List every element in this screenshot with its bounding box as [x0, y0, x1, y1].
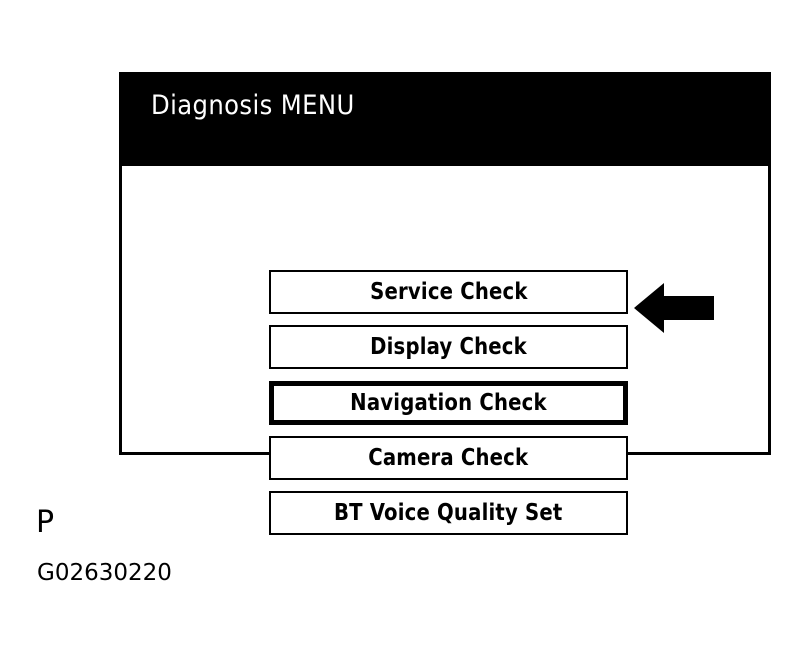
menu-item-label: Display Check — [370, 333, 527, 360]
menu-item-label: BT Voice Quality Set — [334, 499, 563, 526]
screen-header-bar: Diagnosis MENU — [122, 75, 768, 166]
menu-item-display-check[interactable]: Display Check — [269, 325, 628, 369]
menu-item-label: Service Check — [369, 278, 528, 305]
menu-item-navigation-check[interactable]: Navigation Check — [269, 381, 628, 425]
page-title: Diagnosis MENU — [151, 90, 355, 121]
figure-marker: P — [36, 505, 55, 540]
menu-item-camera-check[interactable]: Camera Check — [269, 436, 628, 480]
diagnosis-screen-panel: Diagnosis MENU Service Check Display Che… — [119, 72, 771, 535]
menu-item-bt-voice-quality-set[interactable]: BT Voice Quality Set — [269, 491, 628, 535]
menu-item-label: Camera Check — [368, 444, 529, 471]
menu-item-service-check[interactable]: Service Check — [269, 270, 628, 314]
arrow-left-icon — [634, 283, 714, 333]
figure-code: G02630220 — [37, 560, 172, 586]
menu-item-label: Navigation Check — [350, 389, 547, 416]
